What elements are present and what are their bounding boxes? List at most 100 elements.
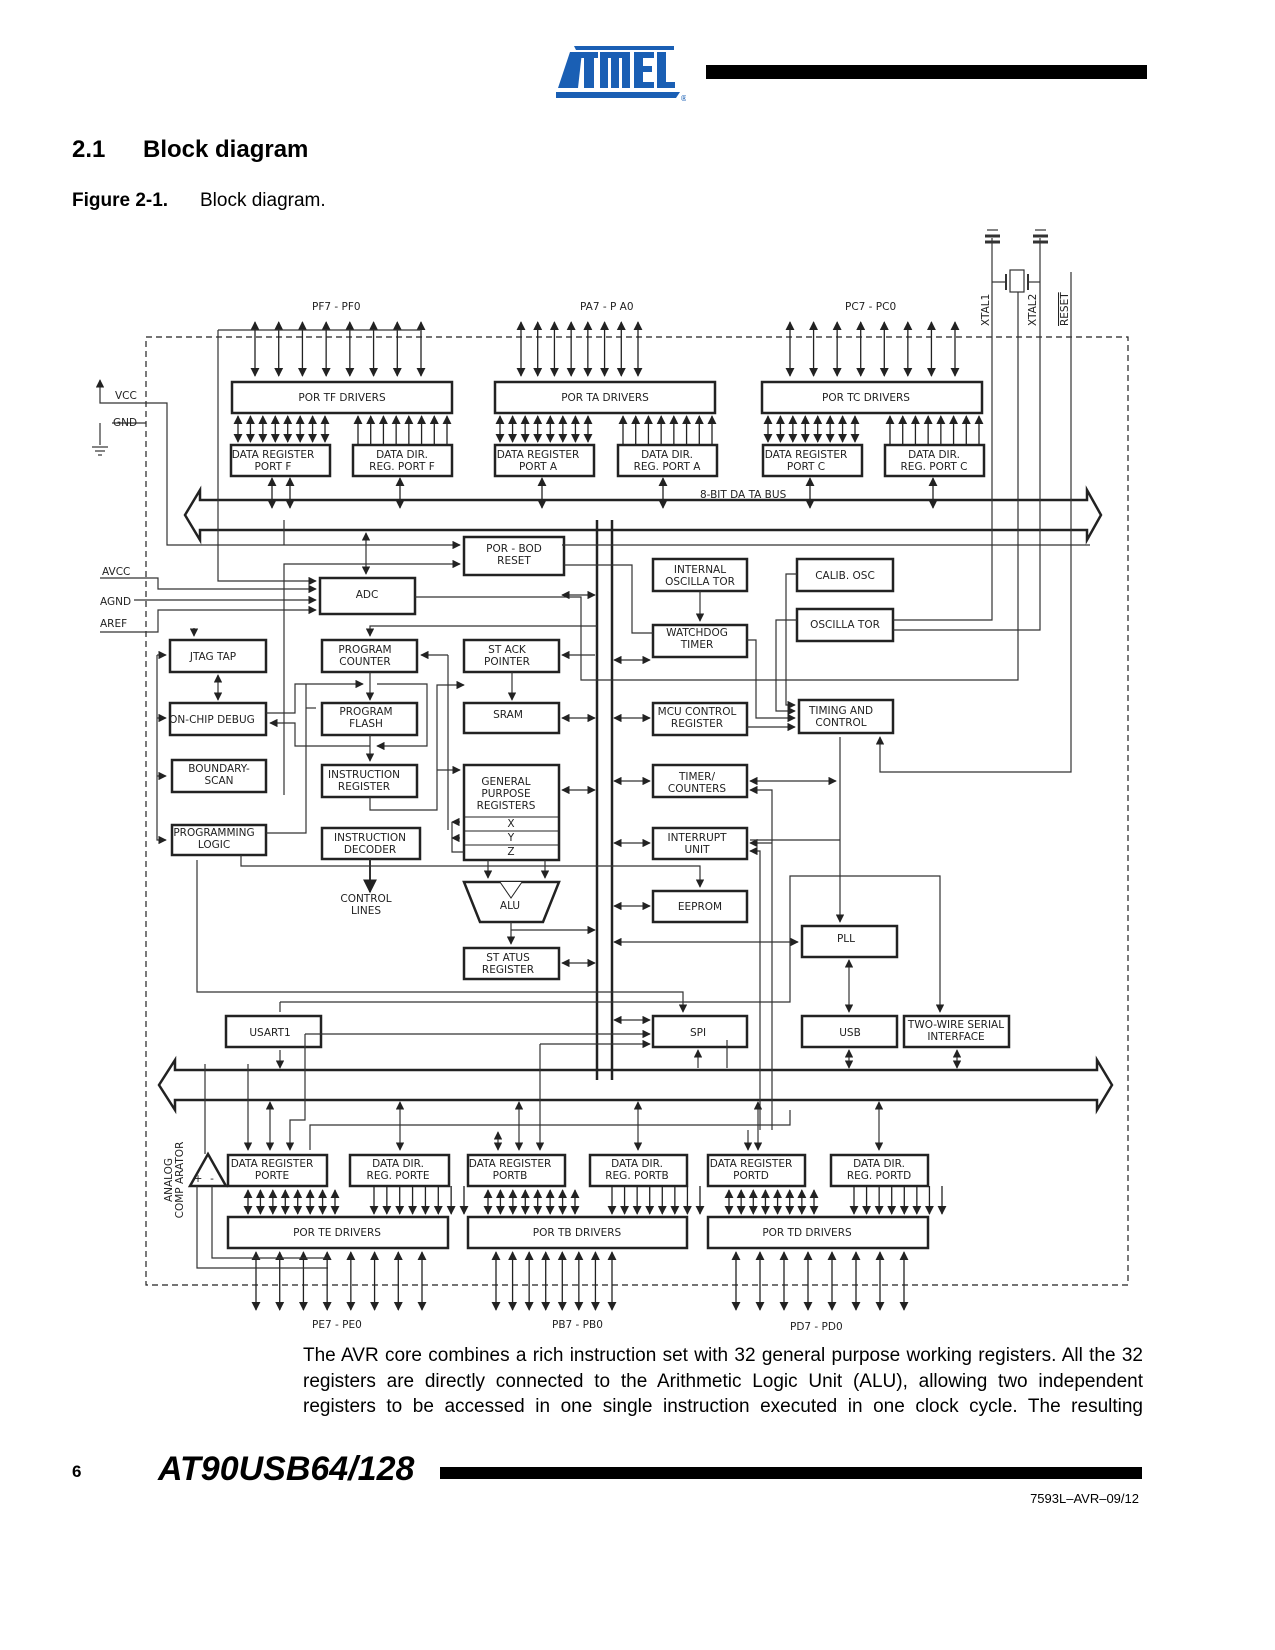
- label-porta-drivers: POR TA DRIVERS: [561, 392, 649, 404]
- label-programming-logic: LOGIC: [198, 839, 230, 851]
- label-timing-control: TIMING AND: [808, 705, 873, 717]
- label-program-flash: FLASH: [349, 718, 383, 730]
- jtag-tap: [168, 638, 268, 674]
- label-status-register: ST ATUS: [486, 952, 530, 964]
- label-avcc: AVCC: [102, 566, 130, 578]
- label-analog-comparator: COMP ARATOR: [174, 1142, 186, 1219]
- label-comparator-plus: +: [194, 1173, 203, 1185]
- label-dreg-c: PORT C: [787, 461, 825, 473]
- label-por-bod: RESET: [497, 555, 531, 567]
- label-timer-counters: COUNTERS: [668, 783, 726, 795]
- label-program-counter: PROGRAM: [338, 644, 391, 656]
- label-watchdog: TIMER: [680, 639, 714, 651]
- programming-logic: [170, 823, 268, 857]
- data-register-porte: [226, 1153, 329, 1188]
- label-int-osc: INTERNAL: [674, 564, 726, 576]
- label-gp-y: Y: [507, 832, 515, 844]
- label-gp-registers: REGISTERS: [477, 800, 536, 812]
- analog-comparator: [187, 1151, 229, 1188]
- label-sram: SRAM: [493, 709, 523, 721]
- label-aref: AREF: [100, 618, 127, 630]
- label-por-bod: POR - BOD: [486, 543, 542, 555]
- label-mcu-control: REGISTER: [671, 718, 723, 730]
- section-number: 2.1: [72, 136, 106, 163]
- label-mcu-control: MCU CONTROL: [658, 706, 737, 718]
- label-on-chip-debug: ON-CHIP DEBUG: [169, 714, 255, 726]
- oscillator: [795, 607, 895, 643]
- label-dreg-b: DATA REGISTER: [469, 1158, 552, 1170]
- label-dreg-d: DATA REGISTER: [710, 1158, 793, 1170]
- pll: [800, 924, 899, 959]
- label-usart1: USART1: [249, 1027, 290, 1039]
- document-code: 7593L–AVR–09/12: [1030, 1491, 1139, 1506]
- mcu-control-register: [651, 701, 749, 737]
- spi: [651, 1014, 749, 1049]
- footer-rule: [440, 1467, 1142, 1479]
- label-reset: RESET: [1059, 292, 1071, 326]
- top-data-bus: [183, 485, 1103, 545]
- label-dreg-b: PORTB: [493, 1170, 528, 1182]
- label-portd-drivers: POR TD DRIVERS: [762, 1227, 852, 1239]
- label-stack-pointer: POINTER: [484, 656, 530, 668]
- label-dreg-a: PORT A: [519, 461, 558, 473]
- watchdog-timer: [651, 623, 749, 659]
- alu: [462, 880, 561, 924]
- label-ddr-a: REG. PORT A: [634, 461, 702, 473]
- label-ddr-e: DATA DIR.: [372, 1158, 424, 1170]
- document-title: AT90USB64/128: [158, 1450, 415, 1488]
- label-gp-z: Z: [507, 846, 514, 858]
- figure-title: Block diagram.: [200, 190, 326, 211]
- label-program-flash: PROGRAM: [339, 706, 392, 718]
- data-register-portb: [466, 1153, 567, 1188]
- label-boundary-scan: SCAN: [204, 775, 233, 787]
- label-spi: SPI: [690, 1027, 706, 1039]
- label-ddr-b: DATA DIR.: [611, 1158, 663, 1170]
- label-instruction-register: INSTRUCTION: [328, 769, 400, 781]
- section-title: Block diagram: [143, 136, 309, 163]
- data-dir-portb: [588, 1153, 689, 1188]
- por-bod-reset: [462, 535, 566, 577]
- label-ddr-b: REG. PORTB: [605, 1170, 669, 1182]
- porte-drivers: [226, 1215, 450, 1250]
- svg-text:®: ®: [680, 94, 686, 102]
- two-wire-serial-interface: [902, 1014, 1011, 1049]
- eeprom: [651, 889, 749, 924]
- label-control-lines: CONTROL: [340, 893, 391, 905]
- label-dreg-d: PORTD: [733, 1170, 769, 1182]
- label-pb-pins: PB7 - PB0: [552, 1319, 603, 1331]
- label-porte-drivers: POR TE DRIVERS: [293, 1227, 381, 1239]
- program-counter: [320, 638, 419, 674]
- label-gp-x: X: [507, 818, 514, 830]
- label-status-register: REGISTER: [482, 964, 534, 976]
- portd-drivers: [706, 1215, 930, 1250]
- label-analog-comparator: ANALOG: [163, 1158, 175, 1202]
- label-timing-control: CONTROL: [815, 717, 866, 729]
- data-dir-porte: [348, 1153, 451, 1188]
- timing-and-control: [797, 698, 895, 735]
- label-portb-drivers: POR TB DRIVERS: [533, 1227, 622, 1239]
- label-ddr-c: DATA DIR.: [908, 449, 960, 461]
- label-stack-pointer: ST ACK: [488, 644, 527, 656]
- body-paragraph: The AVR core combines a rich instruction…: [303, 1345, 1143, 1417]
- internal-oscillator: [651, 557, 749, 593]
- timer-counters: [651, 763, 749, 799]
- header-rule: [706, 65, 1147, 79]
- label-data-bus: 8-BIT DA TA BUS: [700, 489, 787, 501]
- data-dir-port-a: [616, 443, 719, 478]
- chip-boundary: [145, 336, 1129, 1286]
- label-pc-pins: PC7 - PC0: [845, 301, 896, 313]
- label-dreg-c: DATA REGISTER: [765, 449, 848, 461]
- label-dreg-f: PORT F: [255, 461, 292, 473]
- label-pf-pins: PF7 - PF0: [312, 301, 361, 313]
- label-usb: USB: [839, 1027, 861, 1039]
- instruction-decoder: [320, 826, 422, 861]
- label-dreg-e: DATA REGISTER: [231, 1158, 314, 1170]
- data-dir-portd: [829, 1153, 930, 1188]
- label-vcc: VCC: [115, 390, 137, 402]
- label-instruction-decoder: DECODER: [344, 844, 396, 856]
- data-register-port-a: [493, 443, 596, 478]
- data-register-port-c: [761, 443, 864, 478]
- porta-drivers: [493, 380, 717, 415]
- label-pd-pins: PD7 - PD0: [790, 1321, 843, 1333]
